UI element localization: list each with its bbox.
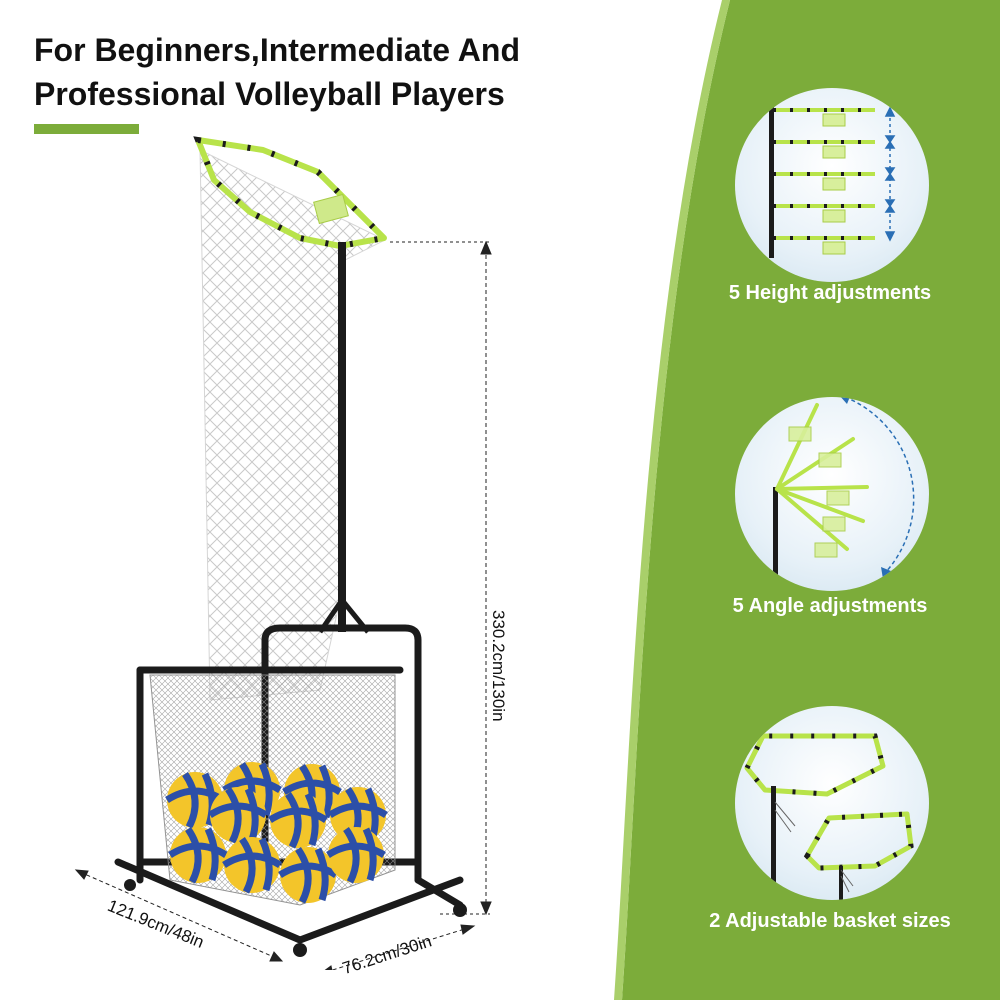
volleyball-trainer-illustration xyxy=(74,136,492,970)
feature-label-angle: 5 Angle adjustments xyxy=(732,595,928,617)
angle-adjust-icon xyxy=(735,397,929,591)
center-pole xyxy=(338,242,346,632)
headline: For Beginners,Intermediate And Professio… xyxy=(34,28,674,116)
headline-line-1: For Beginners,Intermediate And xyxy=(34,32,520,68)
feature-label-height: 5 Height adjustments xyxy=(728,282,932,304)
volleyballs xyxy=(165,762,388,904)
height-dimension-label: 330.2cm/130in xyxy=(489,610,508,722)
height-adjust-icon xyxy=(735,88,929,282)
headline-accent-bar xyxy=(34,124,139,134)
feature-label-basket: 2 Adjustable basket sizes xyxy=(709,910,951,932)
cart-wheels xyxy=(124,879,467,957)
headline-line-2: Professional Volleyball Players xyxy=(34,76,505,112)
dimension-lines xyxy=(74,240,492,970)
basket-size-icon xyxy=(735,706,929,900)
